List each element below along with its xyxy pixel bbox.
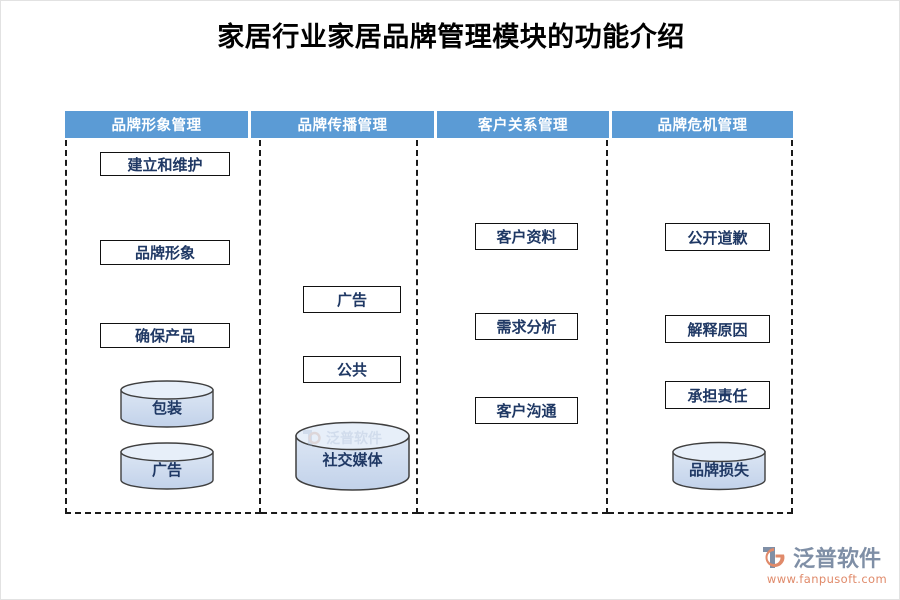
column-header-label: 品牌形象管理 — [111, 118, 202, 134]
node-label: 需求分析 — [496, 318, 557, 336]
page-title: 家居行业家居品牌管理模块的功能介绍 — [217, 22, 685, 53]
node-box[interactable]: 解释原因 — [665, 315, 770, 343]
brand-logo-name: 泛普软件 — [793, 547, 882, 572]
column-region-brand-image — [65, 140, 261, 514]
column-header-label: 品牌危机管理 — [657, 118, 748, 134]
node-label: 公开道歉 — [687, 228, 748, 247]
column-header-brand-crisis[interactable]: 品牌危机管理 — [612, 111, 793, 138]
column-header-brand-communication[interactable]: 品牌传播管理 — [251, 111, 434, 138]
diagram-canvas: 品牌形象管理 品牌传播管理 客户关系管理 品牌危机管理 建立和维护 品牌形象 确… — [65, 111, 793, 514]
brand-logo: 泛普软件 www.fanpusoft.com — [761, 543, 893, 589]
column-region-customer-relations — [418, 140, 608, 514]
node-box[interactable]: 需求分析 — [475, 313, 578, 340]
column-header-label: 客户关系管理 — [478, 118, 568, 134]
node-cylinder[interactable]: 包装 — [119, 380, 215, 428]
column-header-label: 品牌传播管理 — [297, 118, 388, 134]
node-cylinder[interactable]: 社交媒体 — [294, 421, 411, 491]
node-label: 客户资料 — [496, 228, 557, 246]
node-label: 广告 — [336, 291, 367, 309]
column-region-brand-communication — [261, 140, 418, 514]
node-box[interactable]: 品牌形象 — [100, 240, 230, 265]
node-box[interactable]: 客户资料 — [475, 223, 578, 250]
node-box[interactable]: 确保产品 — [100, 323, 230, 348]
node-label: 确保产品 — [134, 327, 195, 345]
node-label: 公共 — [336, 361, 367, 379]
node-label: 承担责任 — [687, 386, 748, 405]
node-label: 品牌形象 — [134, 244, 195, 262]
column-header-customer-relations[interactable]: 客户关系管理 — [437, 111, 609, 138]
column-region-brand-crisis — [608, 140, 793, 514]
brand-logo-url: www.fanpusoft.com — [766, 572, 888, 586]
node-label: 解释原因 — [687, 320, 748, 339]
node-box[interactable]: 广告 — [303, 286, 401, 313]
node-box[interactable]: 承担责任 — [665, 381, 770, 409]
node-cylinder[interactable]: 品牌损失 — [671, 441, 767, 491]
node-box[interactable]: 客户沟通 — [475, 397, 578, 424]
node-label: 建立和维护 — [127, 155, 203, 174]
node-box[interactable]: 公开道歉 — [665, 223, 770, 251]
node-label: 客户沟通 — [496, 402, 557, 420]
fanpu-mark-icon — [763, 547, 785, 568]
column-header-brand-image[interactable]: 品牌形象管理 — [65, 111, 248, 138]
node-cylinder[interactable]: 广告 — [119, 442, 215, 490]
node-box[interactable]: 公共 — [303, 356, 401, 383]
node-box[interactable]: 建立和维护 — [100, 152, 230, 176]
